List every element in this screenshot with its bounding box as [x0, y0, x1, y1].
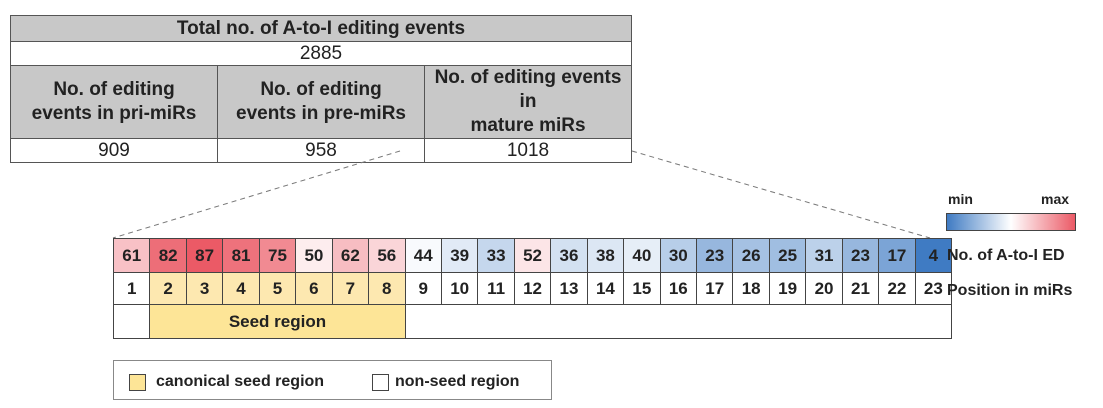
- editing-count-cell: 75: [258, 238, 297, 273]
- position-cell: 1: [112, 272, 151, 305]
- position-cell: 8: [368, 272, 406, 305]
- editing-count-cell: 33: [477, 238, 515, 273]
- non-seed-label: non-seed region: [395, 373, 520, 390]
- position-cell: 7: [331, 272, 370, 305]
- seed-region-row: Seed region: [112, 304, 953, 339]
- mature-mirs-header-line1: No. of editing events in: [434, 67, 622, 112]
- pre-mirs-header-line1: No. of editing: [260, 79, 382, 100]
- position-cell: 5: [258, 272, 297, 305]
- position-cell: 16: [659, 272, 698, 305]
- position-cell: 22: [878, 272, 916, 305]
- editing-count-cell: 26: [732, 238, 770, 273]
- mature-mirs-value: 1018: [424, 138, 632, 163]
- editing-count-cell: 52: [513, 238, 552, 273]
- position-cell: 13: [550, 272, 588, 305]
- editing-count-cell: 82: [149, 238, 187, 273]
- summary-table: Total no. of A-to-I editing events 2885 …: [10, 15, 632, 163]
- editing-count-cell: 62: [331, 238, 370, 273]
- scale-max-label: max: [1041, 191, 1070, 207]
- editing-count-cell: 25: [768, 238, 807, 273]
- editing-count-cell: 81: [222, 238, 260, 273]
- position-cell: 4: [222, 272, 260, 305]
- zoom-line-left: [112, 150, 401, 239]
- position-cell: 21: [841, 272, 880, 305]
- position-cell: 10: [440, 272, 479, 305]
- pri-mirs-header-line1: No. of editing: [53, 79, 175, 100]
- position-cell: 9: [404, 272, 442, 305]
- mature-mirs-header-line2: mature miRs: [470, 115, 586, 136]
- position-cell: 23: [914, 272, 953, 305]
- pre-mirs-value: 958: [217, 138, 425, 163]
- position-cell: 19: [768, 272, 807, 305]
- position-cell: 18: [732, 272, 770, 305]
- editing-count-cell: 38: [586, 238, 625, 273]
- legend: canonical seed region non-seed region: [113, 360, 552, 400]
- position-cell: 3: [185, 272, 224, 305]
- non-seed-swatch: [372, 374, 389, 391]
- zoom-line-right: [631, 150, 931, 239]
- total-events-header: Total no. of A-to-I editing events: [10, 15, 632, 42]
- editing-count-cell: 23: [695, 238, 734, 273]
- pre-mirs-header: No. of editing events in pre-miRs: [217, 65, 425, 139]
- editing-count-cell: 40: [623, 238, 661, 273]
- pri-mirs-value: 909: [10, 138, 218, 163]
- editing-count-cell: 36: [550, 238, 588, 273]
- pre-mirs-header-line2: events in pre-miRs: [236, 103, 406, 124]
- editing-count-cell: 44: [404, 238, 442, 273]
- editing-count-cell: 39: [440, 238, 479, 273]
- values-row-label: No. of A-to-I ED: [947, 247, 1065, 264]
- editing-count-cell: 50: [295, 238, 333, 273]
- non-seed-region-cell: [404, 304, 953, 339]
- editing-count-cell: 23: [841, 238, 880, 273]
- editing-count-cell: 56: [368, 238, 406, 273]
- position-cell: 2: [149, 272, 187, 305]
- position-cell: 14: [586, 272, 625, 305]
- editing-count-cell: 17: [878, 238, 916, 273]
- seed-region-label: Seed region: [149, 304, 406, 339]
- editing-count-cell: 87: [185, 238, 224, 273]
- color-scale-bar: [946, 213, 1076, 231]
- editing-count-cell: 30: [659, 238, 698, 273]
- position-cell: 11: [477, 272, 515, 305]
- canonical-seed-swatch: [129, 374, 146, 391]
- position-cell: 15: [623, 272, 661, 305]
- scale-min-label: min: [948, 191, 973, 207]
- editing-count-cell: 61: [112, 238, 151, 273]
- pri-mirs-header-line2: events in pri-miRs: [31, 103, 197, 124]
- position-cell: 6: [295, 272, 333, 305]
- canonical-seed-label: canonical seed region: [156, 373, 325, 390]
- mature-mirs-header: No. of editing events in mature miRs: [424, 65, 632, 139]
- position-cell: 12: [513, 272, 552, 305]
- editing-count-cell: 31: [805, 238, 843, 273]
- positions-row-label: Position in miRs: [947, 282, 1073, 299]
- position-cell: 20: [805, 272, 843, 305]
- position-cell: 17: [695, 272, 734, 305]
- seed-row-lead-cell: [112, 304, 151, 339]
- editing-count-cell: 4: [914, 238, 953, 273]
